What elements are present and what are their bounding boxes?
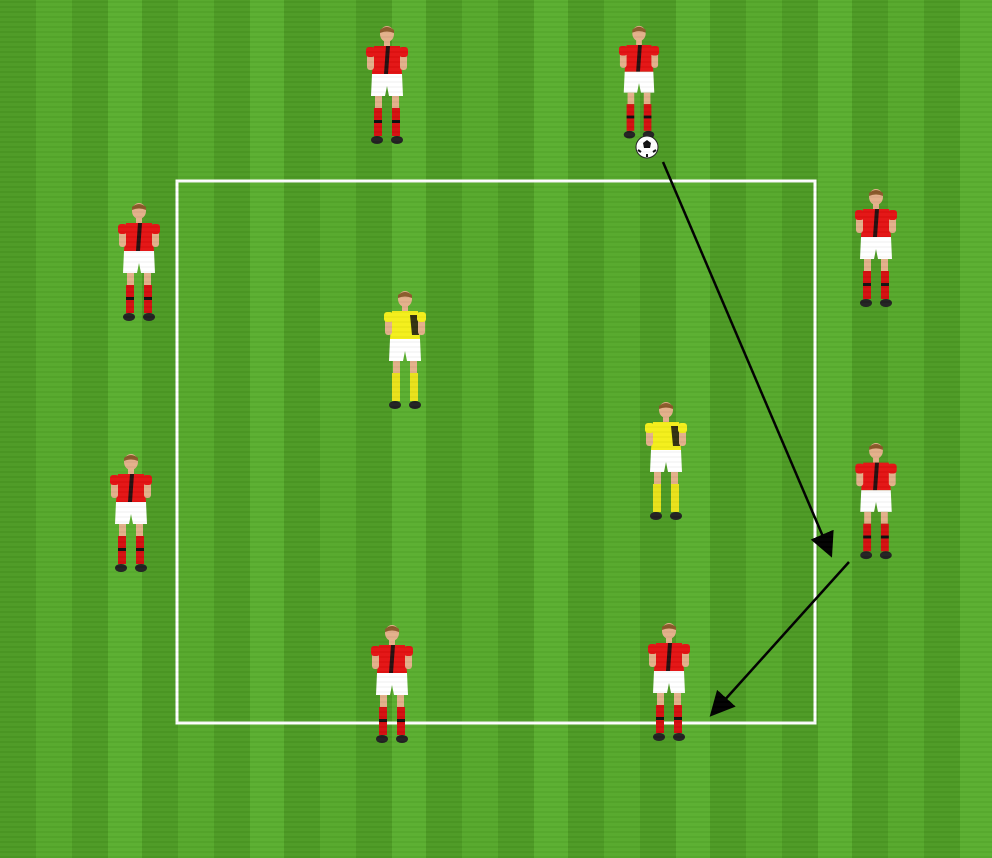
player-yellow-upper [384, 291, 426, 409]
soccer-ball-icon [635, 135, 659, 159]
player-red-right-lower [855, 442, 897, 560]
player-red-right-upper [855, 189, 897, 307]
player-red-top-right [618, 25, 660, 139]
player-red-left-upper [118, 203, 160, 321]
player-red-top-left [366, 26, 408, 144]
pass-arrow [709, 561, 850, 717]
grid-square [175, 179, 817, 725]
pass-arrow [661, 161, 834, 558]
player-red-left-lower [110, 454, 152, 572]
player-yellow-lower [645, 402, 687, 520]
player-red-bottom-left [371, 625, 413, 743]
